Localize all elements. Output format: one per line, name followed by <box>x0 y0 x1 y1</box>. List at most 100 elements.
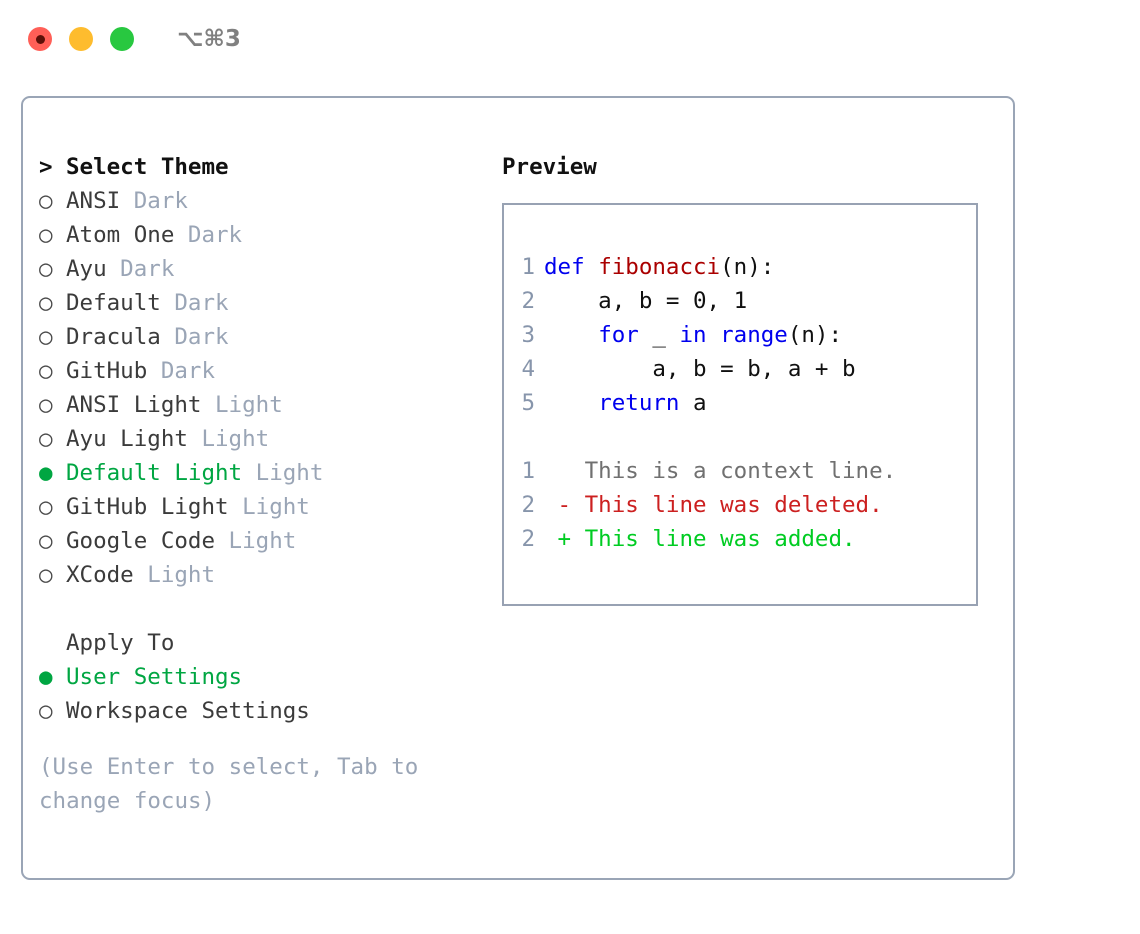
theme-category: Dark <box>106 256 175 282</box>
diff-line-text: - This line was deleted. <box>544 492 883 518</box>
code-text <box>707 322 721 348</box>
keyboard-shortcut-label: ⌥⌘3 <box>177 26 241 52</box>
radio-unselected-icon: ○ <box>39 358 53 384</box>
prompt-caret-icon: > <box>39 154 53 180</box>
theme-name: Default <box>66 290 161 316</box>
apply-to-label: Apply To <box>66 630 175 656</box>
radio-unselected-icon: ○ <box>39 256 53 282</box>
radio-unselected-icon: ○ <box>39 290 53 316</box>
code-keyword: return <box>598 390 680 416</box>
diff-added-line: 2 + This line was added. <box>504 522 976 556</box>
theme-category: Light <box>201 392 283 418</box>
theme-picker-title: Select Theme <box>66 154 229 180</box>
code-keyword: in <box>679 322 707 348</box>
line-number: 5 <box>521 390 535 416</box>
radio-unselected-icon: ○ <box>39 392 53 418</box>
theme-category: Light <box>242 460 324 486</box>
theme-name: Default Light <box>66 460 243 486</box>
theme-list-item[interactable]: ○ ANSI Dark <box>39 184 499 218</box>
diff-sample: 1 This is a context line.2 - This line w… <box>504 454 976 556</box>
minimize-button-icon[interactable] <box>69 27 93 51</box>
apply-to-option[interactable]: ●User Settings <box>39 660 499 694</box>
line-number: 4 <box>521 356 535 382</box>
code-line: 5 return a <box>504 386 976 420</box>
theme-picker-header: > Select Theme <box>39 150 499 184</box>
radio-unselected-icon: ○ <box>39 222 53 248</box>
theme-list-item[interactable]: ○ Atom One Dark <box>39 218 499 252</box>
code-diff-spacer <box>504 420 976 454</box>
diff-line-text: + This line was added. <box>544 526 856 552</box>
theme-list-item[interactable]: ○ Ayu Light Light <box>39 422 499 456</box>
line-number: 2 <box>521 288 535 314</box>
theme-name: Atom One <box>66 222 175 248</box>
code-line: 2 a, b = 0, 1 <box>504 284 976 318</box>
radio-selected-icon: ● <box>39 664 53 690</box>
preview-title: Preview <box>502 154 597 180</box>
close-button-icon[interactable] <box>28 27 52 51</box>
theme-list-item[interactable]: ● Default Light Light <box>39 456 499 490</box>
radio-unselected-icon: ○ <box>39 188 53 214</box>
code-keyword: def <box>544 254 599 280</box>
theme-name: GitHub <box>66 358 148 384</box>
diff-context-line: 1 This is a context line. <box>504 454 976 488</box>
line-number: 2 <box>521 492 535 518</box>
theme-list-item[interactable]: ○ Ayu Dark <box>39 252 499 286</box>
theme-category: Light <box>133 562 216 588</box>
code-keyword: range <box>720 322 788 348</box>
title-bar: ⌥⌘3 <box>0 0 1140 78</box>
theme-name: Ayu Light <box>66 426 188 452</box>
apply-to-option[interactable]: ○ Workspace Settings <box>39 694 499 728</box>
theme-name: Dracula <box>66 324 161 350</box>
theme-picker-column: >Select Theme ○ANSI Dark○Atom One Dark○A… <box>39 150 499 818</box>
section-spacer <box>39 592 499 626</box>
code-text: a <box>679 390 707 416</box>
theme-category: Light <box>228 494 310 520</box>
theme-category: Dark <box>120 188 188 214</box>
theme-name: GitHub Light <box>66 494 229 520</box>
code-text: a, b = 0, 1 <box>544 288 748 314</box>
radio-unselected-icon: ○ <box>39 324 53 350</box>
radio-unselected-icon: ○ <box>39 426 53 452</box>
theme-list: ○ ANSI Dark ○ Atom One Dark ○ Ayu Dark ○ Defaul… <box>39 184 499 592</box>
theme-list-item[interactable]: ○GitHub Light Light <box>39 490 499 524</box>
line-number: 2 <box>521 526 535 552</box>
content-panel: >Select Theme ○ANSI Dark○Atom One Dark○A… <box>21 96 1015 880</box>
theme-category: Dark <box>174 222 243 248</box>
theme-list-item[interactable]: ○ Google Code Light <box>39 524 499 558</box>
code-text <box>544 390 598 416</box>
diff-deleted-line: 2 - This line was deleted. <box>504 488 976 522</box>
keyboard-hint-text: (Use Enter to select, Tab to change focu… <box>39 754 419 814</box>
line-number: 1 <box>521 254 535 280</box>
apply-to-header: Apply To <box>39 626 499 660</box>
code-line: 4 a, b = b, a + b <box>504 352 976 386</box>
radio-unselected-icon: ○ <box>39 698 53 724</box>
code-text: (n): <box>787 322 843 348</box>
theme-list-item[interactable]: ○ANSI Light Light <box>39 388 499 422</box>
diff-line-text: This is a context line. <box>544 458 897 484</box>
theme-name: ANSI <box>66 188 121 214</box>
theme-list-item[interactable]: ○ Dracula Dark <box>39 320 499 354</box>
radio-selected-icon: ● <box>39 460 53 486</box>
theme-list-item[interactable]: ○Default Dark <box>39 286 499 320</box>
code-line: 3 for _ in range(n): <box>504 318 976 352</box>
code-text: (n): <box>720 254 775 280</box>
theme-name: Ayu <box>66 256 107 282</box>
radio-unselected-icon: ○ <box>39 528 53 554</box>
line-number: 3 <box>521 322 535 348</box>
theme-category: Light <box>215 528 297 554</box>
apply-to-option-label: Workspace Settings <box>66 698 310 724</box>
theme-list-item[interactable]: ○GitHub Dark <box>39 354 499 388</box>
code-text <box>544 322 598 348</box>
theme-name: Google Code <box>66 528 216 554</box>
maximize-button-icon[interactable] <box>110 27 134 51</box>
theme-category: Dark <box>160 324 229 350</box>
line-number: 1 <box>521 458 535 484</box>
theme-list-item[interactable]: ○XCode Light <box>39 558 499 592</box>
code-text: a, b = b, a + b <box>544 356 856 382</box>
theme-category: Light <box>187 426 270 452</box>
